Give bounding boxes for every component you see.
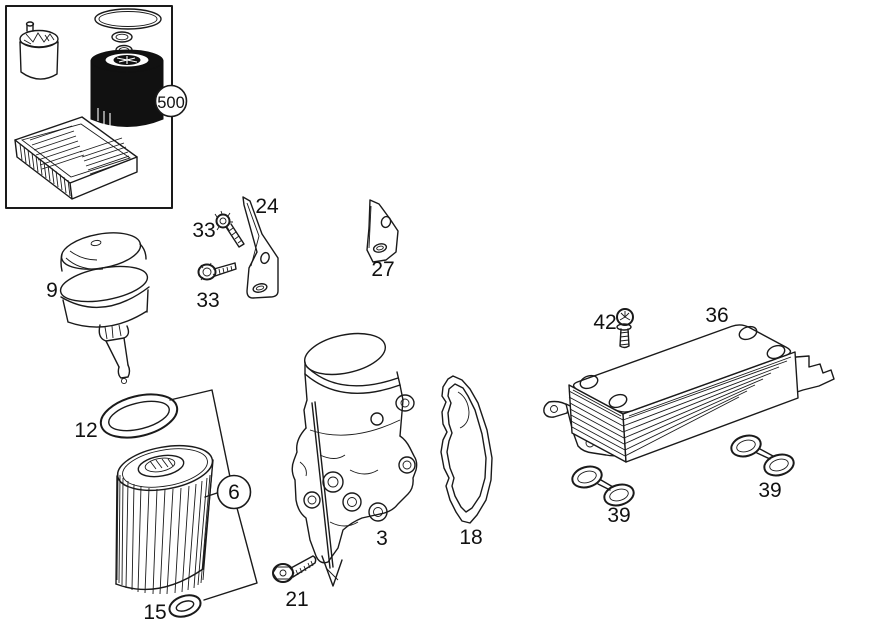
group-6-callout-bubble [216,474,252,510]
group-6-leader-lines [169,389,258,601]
callout-24[interactable]: 24 [255,195,279,218]
callout-39b[interactable]: 39 [758,479,781,502]
callout-500[interactable]: 500 [157,94,185,112]
fuel-filter-drawing [19,21,59,80]
callout-9[interactable]: 9 [46,279,58,302]
bolt-33a-drawing [214,210,245,248]
bracket-24-drawing [242,196,279,299]
kit-o-ring-drawing [94,8,162,56]
callout-12[interactable]: 12 [74,419,97,442]
callout-15[interactable]: 15 [143,601,166,624]
callout-42[interactable]: 42 [593,311,616,334]
bolt-33b-drawing [197,262,237,281]
callout-27[interactable]: 27 [371,258,394,281]
gasket-39b-drawing [730,434,795,477]
bolt-21-drawing [272,555,317,583]
callout-33a[interactable]: 33 [192,219,215,242]
bolt-42-drawing [616,308,634,349]
callout-18[interactable]: 18 [459,526,482,549]
callout-3[interactable]: 3 [376,527,388,550]
kit-callout-bubble [154,84,188,118]
gasket-39a-drawing [571,465,635,507]
callout-6[interactable]: 6 [228,481,240,504]
kit-oil-filter-element-drawing [90,49,164,127]
service-kit-box [5,5,188,209]
oil-cooler-36-drawing [543,324,835,463]
callout-labels: 500 9 33 24 33 27 12 6 15 21 3 18 42 36 … [46,94,782,624]
air-filter-drawing [14,116,138,200]
callout-33b[interactable]: 33 [196,289,219,312]
callout-21[interactable]: 21 [285,588,308,611]
callout-36[interactable]: 36 [705,304,728,327]
seal-ring-15-drawing [168,594,202,618]
callout-39a[interactable]: 39 [607,504,630,527]
filter-cap-drawing [59,232,150,385]
bracket-27-drawing [366,199,399,263]
filter-housing-3-drawing [291,332,418,587]
seal-ring-12-drawing [99,393,179,439]
gasket-18-drawing [440,375,493,524]
filter-element-6-drawing [115,445,214,595]
